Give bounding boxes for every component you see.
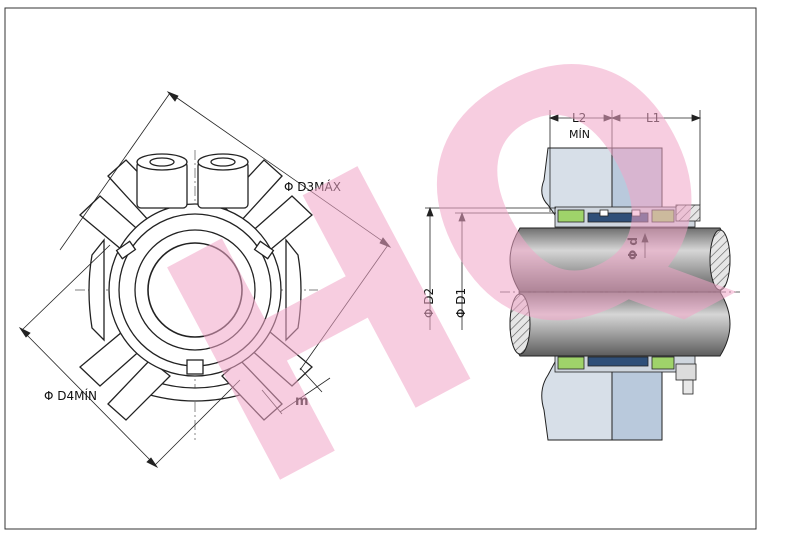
label-l2-min: MÍN [569,128,590,141]
label-d: Φ d [626,237,640,260]
watermark-logo: HQ [110,0,782,539]
label-d2: Φ D2 [422,288,436,318]
front-view [75,150,318,440]
label-l1: L1 [646,111,660,125]
label-m: m [295,394,309,409]
label-d1: Φ D1 [454,288,468,318]
label-d4-min: Φ D4MÍN [44,388,97,403]
label-d3-max: Φ D3MÁX [284,179,341,194]
drawing-frame [4,7,757,530]
label-l2: L2 [572,111,586,125]
section-view [500,147,740,441]
gland-upper [611,147,663,216]
front-view-dimensions [18,91,392,469]
section-view-dimensions [425,110,702,330]
